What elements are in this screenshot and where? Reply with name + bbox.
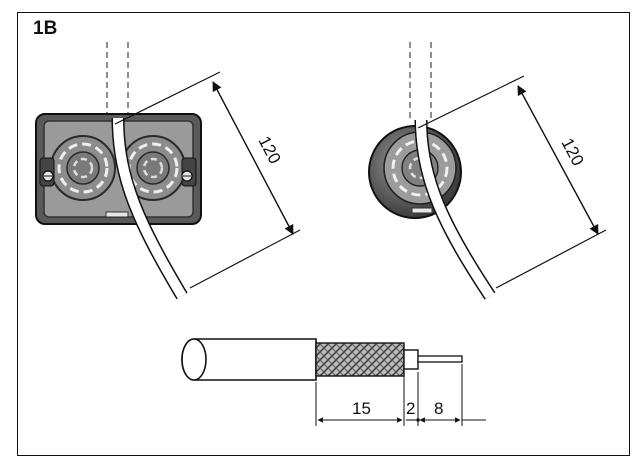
dimension-label-gap: 2	[406, 399, 415, 418]
cable-jacket-end	[181, 338, 207, 381]
dimension-label: 120	[254, 133, 284, 167]
dimension-arrow	[212, 81, 294, 235]
cable-dielectric	[403, 349, 419, 370]
round-box-slot	[411, 207, 433, 214]
rectangular-wall-box: 120	[35, 42, 301, 300]
screw-right-icon	[181, 157, 197, 187]
dimension-label-outer: 15	[352, 399, 371, 418]
dimension-label-core: 8	[434, 399, 443, 418]
dimension-arrow	[517, 85, 599, 235]
figure-frame	[17, 12, 630, 456]
extension-line-top	[417, 75, 525, 129]
extension-line-bottom	[189, 229, 301, 289]
figure-label: 1B	[33, 18, 58, 39]
cable-braid	[315, 342, 405, 377]
dimension-dot	[416, 418, 420, 422]
extension-line-bottom	[495, 229, 607, 289]
screw-left-icon	[39, 157, 55, 187]
round-wall-box: 120	[368, 42, 607, 300]
extension-line-top	[114, 71, 221, 125]
box-slot	[105, 211, 129, 218]
knockout-left	[50, 135, 116, 201]
coaxial-cable-strip: 15 2 8	[181, 338, 486, 426]
cable-core	[417, 355, 463, 363]
cable	[416, 119, 495, 299]
cable	[113, 117, 187, 299]
dimension-label: 120	[557, 135, 587, 169]
